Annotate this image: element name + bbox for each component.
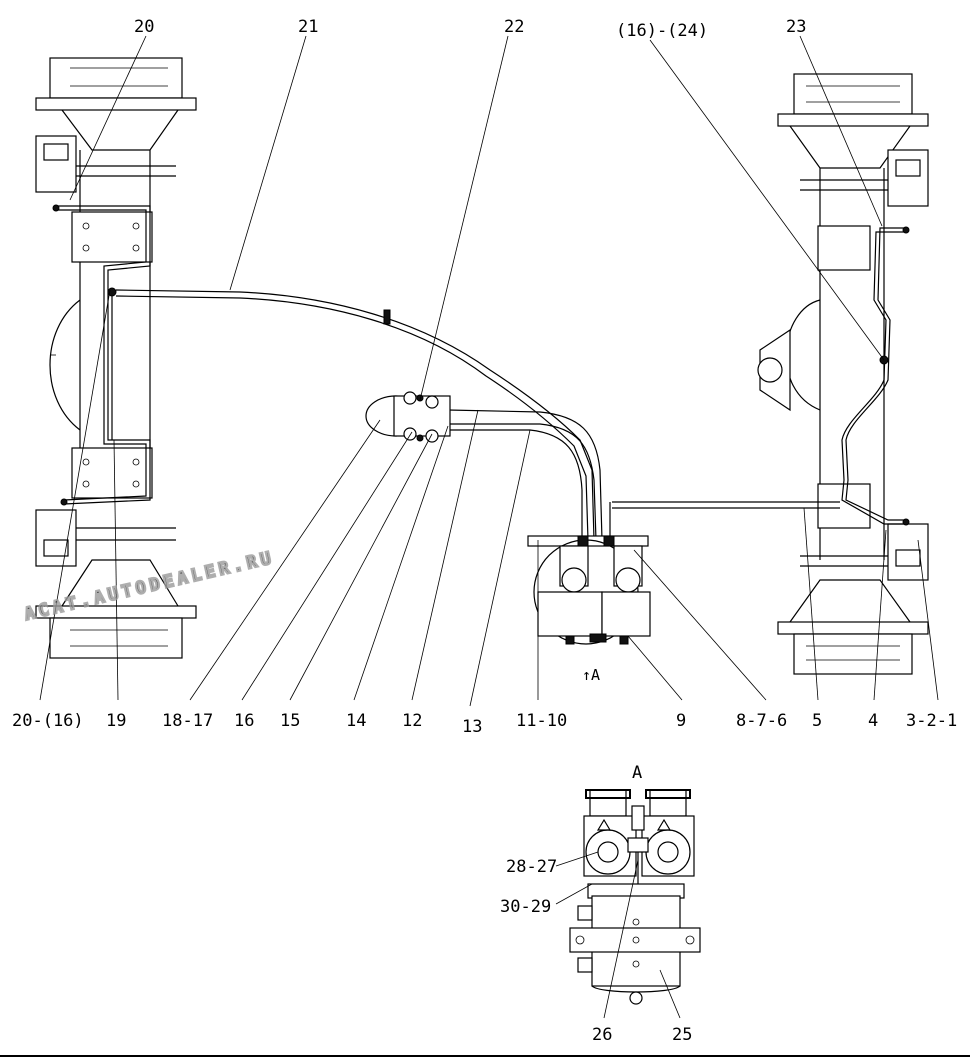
callout-21: 21 — [298, 17, 318, 37]
callout-3-2-1: 3-2-1 — [906, 711, 957, 731]
callout-20: 20 — [134, 17, 154, 37]
right-axle — [757, 73, 929, 675]
leader-lines — [39, 35, 939, 1019]
callout-16-24: (16)-(24) — [616, 21, 708, 41]
callout-5: 5 — [812, 711, 822, 731]
callout-18-17: 18-17 — [162, 711, 213, 731]
callout-14: 14 — [346, 711, 366, 731]
callout-28-27: 28-27 — [506, 857, 557, 877]
callout-4: 4 — [868, 711, 878, 731]
brake-valve — [365, 391, 451, 443]
callout-13: 13 — [462, 717, 482, 737]
callout-8-7-6: 8-7-6 — [736, 711, 787, 731]
left-axle — [35, 57, 197, 659]
view-label-a: A — [632, 763, 642, 783]
callout-22: 22 — [504, 17, 524, 37]
callout-11-10: 11-10 — [516, 711, 567, 731]
callout-labels: 20 21 22 (16)-(24) 23 20-(16) 19 18-17 1… — [12, 17, 957, 1045]
brake-pipes — [115, 289, 840, 541]
callout-15: 15 — [280, 711, 300, 731]
callout-12: 12 — [402, 711, 422, 731]
callout-26: 26 — [592, 1025, 612, 1045]
callout-9: 9 — [676, 711, 686, 731]
callout-20-16: 20-(16) — [12, 711, 84, 731]
detail-view-a — [569, 789, 701, 1005]
view-marker-a: ↑A — [582, 666, 600, 684]
accumulator-assembly — [527, 535, 651, 645]
callout-16: 16 — [234, 711, 254, 731]
callout-23: 23 — [786, 17, 806, 37]
callout-30-29: 30-29 — [500, 897, 551, 917]
callout-19: 19 — [106, 711, 126, 731]
callout-25: 25 — [672, 1025, 692, 1045]
